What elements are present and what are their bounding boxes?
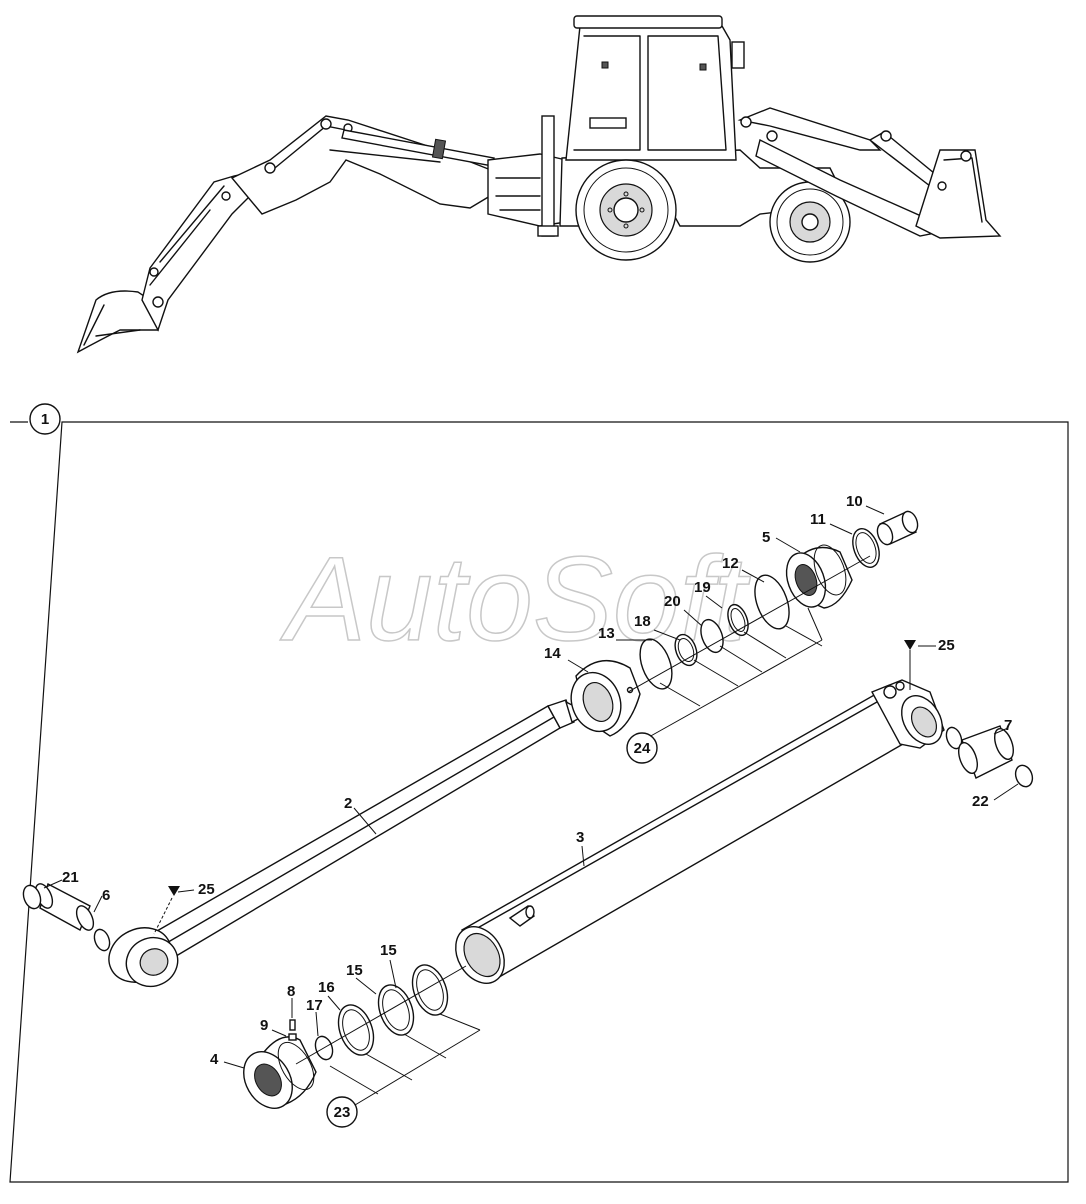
o-ring-left <box>93 928 111 952</box>
ring-22 <box>1014 764 1034 788</box>
callout-3: 3 <box>576 829 584 846</box>
callout-2: 2 <box>344 795 352 812</box>
callout-7: 7 <box>1004 717 1012 734</box>
gland-14 <box>570 659 641 737</box>
callout-numbers: 2 3 4 5 6 7 8 9 10 11 12 13 14 15 15 16 … <box>62 493 1012 1121</box>
cylinder-barrel <box>455 693 912 984</box>
callout-14: 14 <box>544 645 561 662</box>
bushing-7 <box>958 725 1014 779</box>
callout-6: 6 <box>102 887 110 904</box>
ring-18 <box>674 633 698 667</box>
ring-21 <box>22 884 42 910</box>
callout-10: 10 <box>846 493 863 510</box>
callout-17: 17 <box>306 997 323 1014</box>
callout-15a: 15 <box>346 962 363 979</box>
callout-11: 11 <box>810 511 826 528</box>
callout-4: 4 <box>210 1051 219 1068</box>
piston-5 <box>785 544 853 609</box>
section-label: 1 <box>41 411 49 428</box>
ball-9 <box>288 1033 297 1041</box>
screw-8 <box>289 1019 296 1031</box>
callout-25-left: 25 <box>198 881 215 898</box>
watermark: AutoSoft <box>280 532 751 666</box>
callout-15b: 15 <box>380 942 397 959</box>
callout-20: 20 <box>664 593 681 610</box>
bushing-6 <box>34 882 95 931</box>
callout-24: 24 <box>634 740 651 757</box>
callout-leaders <box>43 505 1019 1069</box>
section-badge <box>29 403 61 435</box>
callout-25-right: 25 <box>938 637 955 654</box>
snap-ring-11 <box>852 528 880 568</box>
kit-23-leaders <box>329 1013 481 1109</box>
callout-19: 19 <box>694 579 711 596</box>
callout-13: 13 <box>598 625 615 642</box>
o-ring-right <box>945 726 963 750</box>
rod-eye <box>108 927 179 988</box>
callout-18: 18 <box>634 613 651 630</box>
callout-9: 9 <box>260 1017 268 1034</box>
callout-8: 8 <box>287 983 295 1000</box>
weld-markers <box>168 640 916 896</box>
bushing-10 <box>876 510 919 546</box>
ring-16 <box>337 1004 375 1056</box>
callout-5: 5 <box>762 529 770 546</box>
barrel-end-eye <box>871 679 945 749</box>
ring-20 <box>700 618 724 654</box>
callout-22: 22 <box>972 793 989 810</box>
callout-21: 21 <box>62 869 79 886</box>
backhoe-loader-illustration <box>76 15 1002 354</box>
callout-23: 23 <box>334 1104 351 1121</box>
diagram-frame: 1 <box>9 403 1069 1183</box>
kit-23-badge <box>326 1096 358 1128</box>
piston-4 <box>243 1036 317 1109</box>
callout-12: 12 <box>722 555 739 572</box>
kit-24-leaders <box>626 607 823 764</box>
callout-16: 16 <box>318 979 335 996</box>
